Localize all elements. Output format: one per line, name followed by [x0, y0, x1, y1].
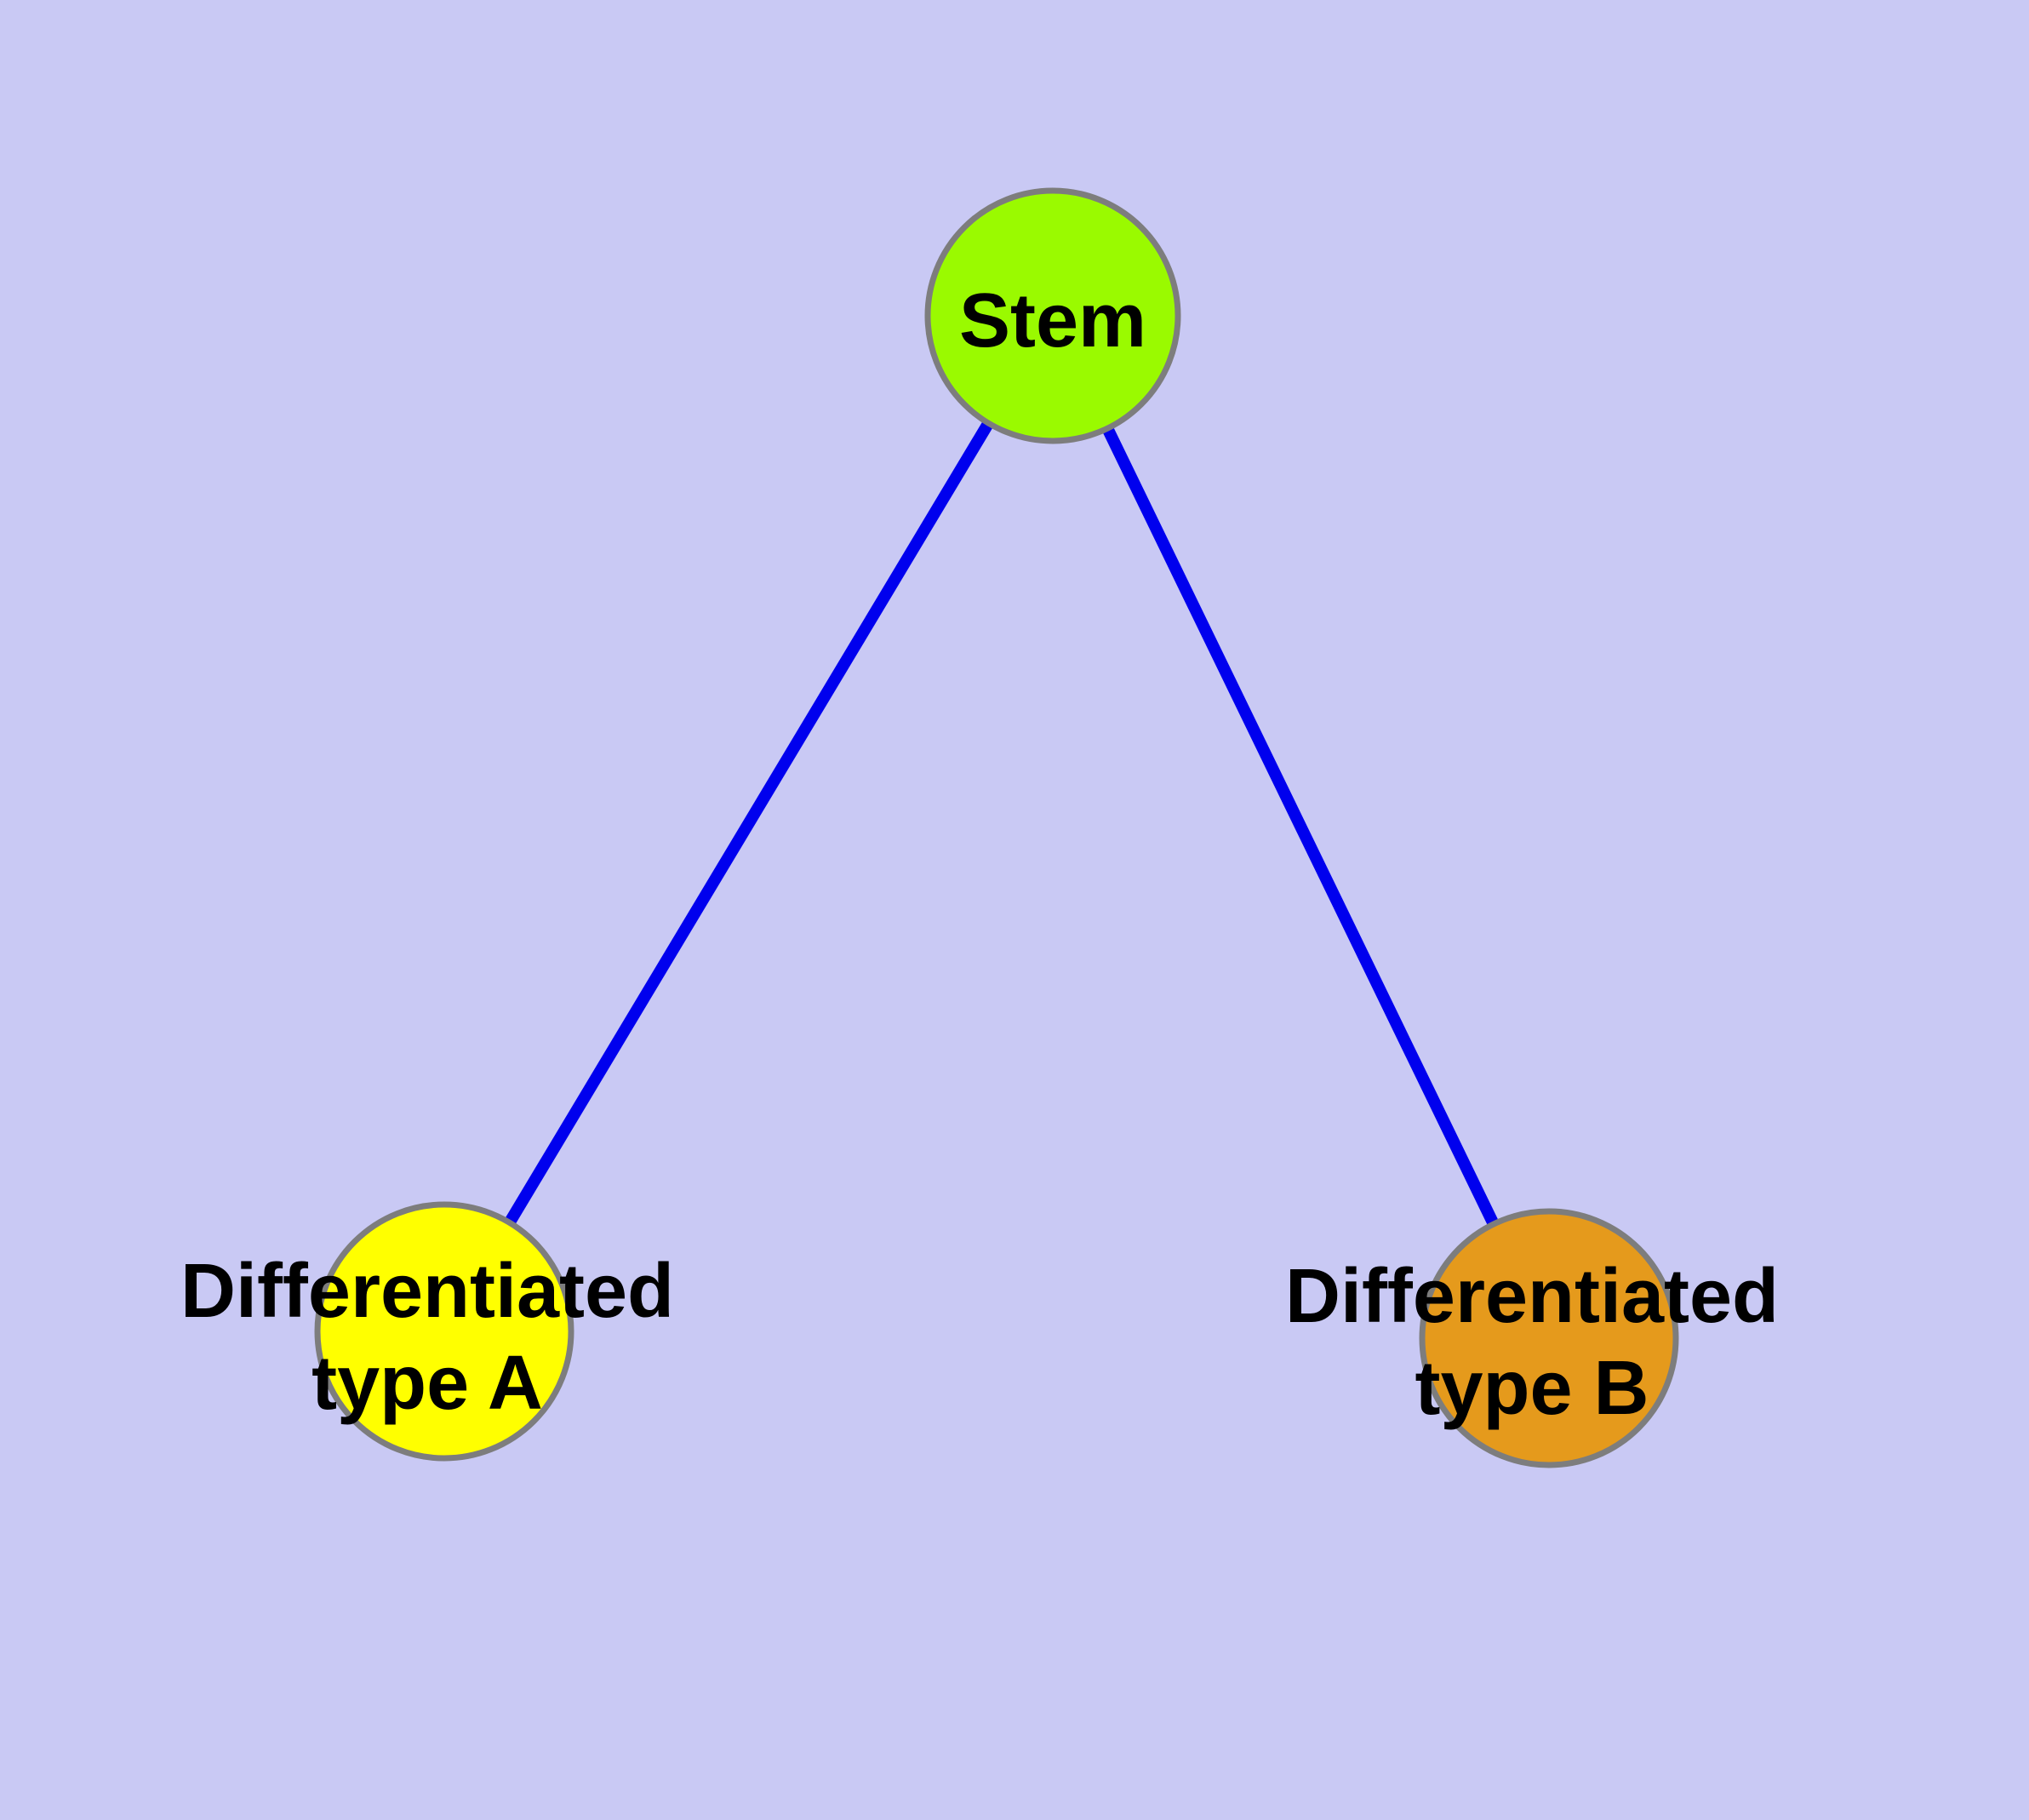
node-label-type-b-line1: Differentiated: [1285, 1254, 1779, 1339]
node-label-type-a-line1: Differentiated: [180, 1249, 674, 1334]
edge-stem-to-type-b: [1047, 312, 1555, 1342]
edge-stem-to-type-a: [438, 312, 1059, 1335]
node-differentiated-type-b: [1419, 1208, 1679, 1468]
node-differentiated-type-a: [314, 1201, 574, 1462]
node-label-stem: Stem: [959, 278, 1146, 363]
node-label-type-a-line2: type A: [311, 1341, 543, 1426]
node-label-type-b-line2: type B: [1415, 1346, 1649, 1431]
node-stem: [924, 187, 1181, 444]
